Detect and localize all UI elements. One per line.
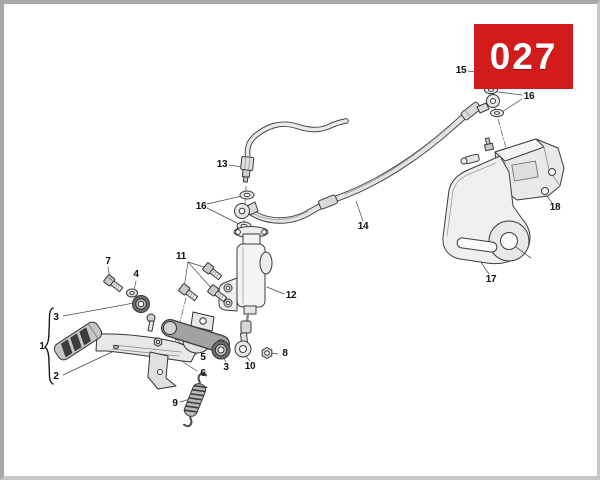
hose-sleeve-end [460, 101, 482, 121]
page-number: 027 [489, 35, 558, 77]
brake-pedal [53, 321, 198, 390]
master-cylinder [218, 226, 273, 315]
callout-1: 1 [39, 341, 45, 352]
return-spring [182, 372, 208, 428]
callout-13: 13 [216, 159, 228, 170]
hose-sleeve-mid [318, 194, 338, 210]
page-number-badge: 027 [474, 24, 573, 89]
callout-16a: 16 [195, 201, 207, 212]
banjo-fitting-upper [476, 85, 504, 118]
banjo-fitting-lower [234, 201, 259, 219]
callout-15: 15 [455, 65, 467, 76]
callout-8: 8 [282, 348, 288, 359]
callout-12: 12 [285, 290, 297, 301]
caliper-bracket [442, 155, 532, 265]
pipe-fitting [240, 156, 255, 183]
callout-2: 2 [53, 371, 59, 382]
callout-14: 14 [357, 221, 369, 232]
pushrod-clevis [234, 312, 273, 359]
pedal-pivot-bolt [103, 274, 124, 293]
callout-3b: 3 [223, 362, 229, 373]
callout-4: 4 [133, 269, 139, 280]
upper-bushing [126, 288, 150, 313]
callout-16b: 16 [523, 91, 535, 102]
pivot-bearing [211, 340, 231, 360]
callout-6: 6 [200, 368, 206, 379]
upper-brake-pipe [244, 118, 349, 161]
callout-10: 10 [244, 361, 256, 372]
callout-18: 18 [549, 202, 561, 213]
brace-item-1 [44, 307, 54, 385]
callout-17: 17 [485, 274, 497, 285]
brake-hose [245, 106, 476, 224]
callout-7: 7 [105, 256, 111, 267]
callout-9: 9 [172, 398, 178, 409]
callout-5: 5 [200, 352, 206, 363]
pedal-bolt-and-nut [146, 313, 163, 347]
brake-caliper [460, 137, 565, 201]
callout-11: 11 [176, 251, 186, 262]
mounting-bolts [178, 262, 228, 303]
callout-3a: 3 [53, 312, 59, 323]
